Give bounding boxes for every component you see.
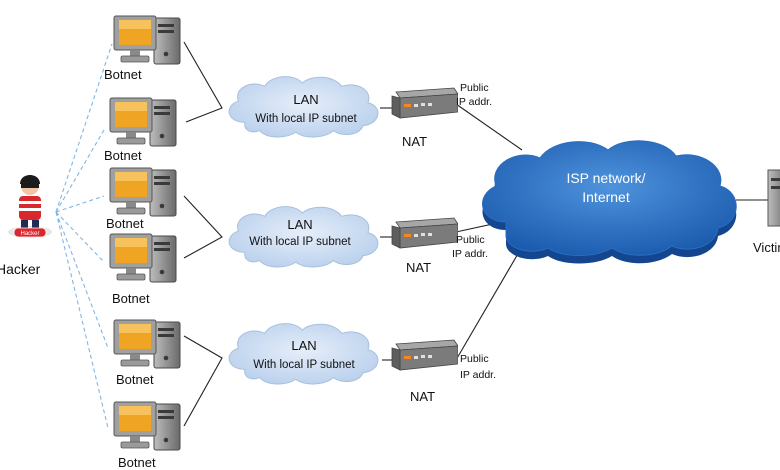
botnet-label-5: Botnet xyxy=(116,372,154,387)
router-icon xyxy=(391,217,458,249)
lan-cloud-2: LAN With local IP subnet xyxy=(228,206,379,268)
computer-icon xyxy=(113,319,181,369)
attack-line-5 xyxy=(55,211,109,349)
nat-label-1: NAT xyxy=(402,134,427,149)
router-icon xyxy=(391,339,458,371)
isp-label-line2: Internet xyxy=(582,189,630,205)
nat-label-3: NAT xyxy=(410,389,435,404)
link-nat1-isp xyxy=(455,103,523,151)
link-botnet-lan1 xyxy=(183,41,223,123)
server-icon xyxy=(767,169,780,227)
attack-line-2 xyxy=(55,129,105,213)
computer-icon xyxy=(113,15,181,65)
hacker-label: Hacker xyxy=(0,261,41,277)
public-ip-label-3: IP addr. xyxy=(460,369,496,381)
attack-line-4 xyxy=(55,211,105,263)
hacker-badge-label: Hacker xyxy=(20,231,39,237)
attack-lines xyxy=(55,43,113,429)
lan-cloud-1: LAN With local IP subnet xyxy=(228,76,379,138)
computer-icon xyxy=(109,97,177,147)
attack-line-6 xyxy=(55,211,109,429)
lan-cloud-3: LAN With local IP subnet xyxy=(228,323,379,385)
isp-cloud: ISP network/ Internet xyxy=(482,140,737,264)
link-botnet-lan2 xyxy=(183,195,223,259)
lan-subtitle-3: With local IP subnet xyxy=(253,359,355,371)
botnet-label-3: Botnet xyxy=(106,216,144,231)
attack-line-3 xyxy=(55,195,105,213)
lan-title-2: LAN xyxy=(287,217,312,232)
nat-label-2: NAT xyxy=(406,260,431,275)
public-label-3: Public xyxy=(460,353,489,365)
botnet-label-1: Botnet xyxy=(104,67,142,82)
computer-icon xyxy=(109,233,177,283)
lan-title-1: LAN xyxy=(293,92,318,107)
lan-title-3: LAN xyxy=(291,338,316,353)
hacker-icon: Hacker xyxy=(8,175,52,238)
router-icon xyxy=(391,87,458,119)
victim-label: Victim xyxy=(753,240,780,255)
lan-subtitle-2: With local IP subnet xyxy=(249,236,351,248)
link-botnet-lan3 xyxy=(183,335,223,427)
cloud-icon xyxy=(228,323,379,385)
public-ip-label-1: IP addr. xyxy=(456,96,492,108)
public-label-2: Public xyxy=(456,234,485,246)
lan-subtitle-1: With local IP subnet xyxy=(255,113,357,125)
public-ip-label-2: IP addr. xyxy=(452,248,488,260)
isp-label-line1: ISP network/ xyxy=(566,170,645,186)
computer-icon xyxy=(109,167,177,217)
public-label-1: Public xyxy=(460,82,489,94)
botnet-label-2: Botnet xyxy=(104,148,142,163)
botnet-label-4: Botnet xyxy=(112,291,150,306)
cloud-icon xyxy=(482,140,737,256)
attack-line-1 xyxy=(55,43,113,213)
computer-icon xyxy=(113,401,181,451)
link-nat3-isp xyxy=(455,239,527,361)
botnet-label-6: Botnet xyxy=(118,455,156,470)
